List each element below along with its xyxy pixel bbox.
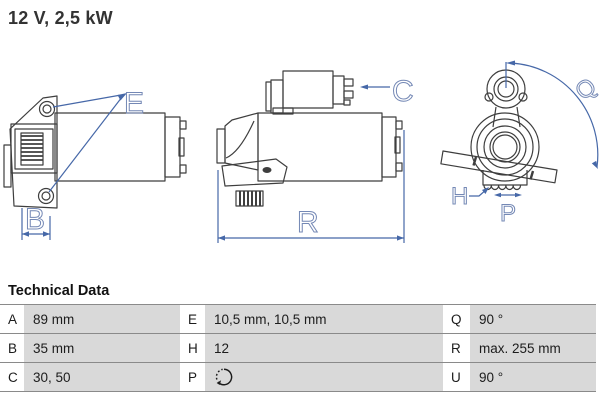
dim-label-c: C xyxy=(392,75,414,108)
view-flange-side xyxy=(3,95,187,209)
spec-key: U xyxy=(443,363,470,391)
table-row: A 89 mm E 10,5 mm, 10,5 mm Q 90 ° xyxy=(0,304,596,333)
spec-key: B xyxy=(0,334,24,362)
mounting-flange-bar xyxy=(440,150,558,184)
page-title: 12 V, 2,5 kW xyxy=(8,8,113,28)
terminal-bolt xyxy=(343,90,354,99)
dim-label-e: E xyxy=(124,87,144,120)
terminal-bolt xyxy=(343,78,354,87)
dimension-labels: E B C R Q H P xyxy=(25,72,600,239)
dim-label-q: Q xyxy=(570,73,600,106)
table-row: B 35 mm H 12 R max. 255 mm xyxy=(0,333,596,362)
spec-value: max. 255 mm xyxy=(470,334,596,362)
spec-key: C xyxy=(0,363,24,391)
dim-label-h: H xyxy=(451,183,468,210)
spec-value: 12 xyxy=(205,334,443,362)
pinion-gear-teeth xyxy=(483,184,522,191)
solenoid xyxy=(282,70,334,109)
dim-label-p: P xyxy=(500,200,516,227)
spec-key: E xyxy=(180,305,205,333)
dim-label-b: B xyxy=(25,203,45,236)
spec-value: 89 mm xyxy=(24,305,180,333)
spec-value: 90 ° xyxy=(470,305,596,333)
spec-key: R xyxy=(443,334,470,362)
spec-key: A xyxy=(0,305,24,333)
view-front xyxy=(440,69,558,191)
spec-value-icon xyxy=(205,363,443,391)
dim-label-r: R xyxy=(297,206,319,239)
spec-key: P xyxy=(180,363,205,391)
spec-value: 10,5 mm, 10,5 mm xyxy=(205,305,443,333)
spec-value: 90 ° xyxy=(470,363,596,391)
spec-value: 35 mm xyxy=(24,334,180,362)
table-row: C 30, 50 P U 90 ° xyxy=(0,362,596,391)
spec-key: Q xyxy=(443,305,470,333)
technical-data-heading: Technical Data xyxy=(8,283,110,299)
bolt-hole xyxy=(262,167,272,173)
technical-drawing: E B C R Q H P xyxy=(3,60,600,243)
pinion xyxy=(235,190,264,207)
spec-value: 30, 50 xyxy=(24,363,180,391)
technical-data-table: A 89 mm E 10,5 mm, 10,5 mm Q 90 ° B 35 m… xyxy=(0,304,596,392)
spec-key: H xyxy=(180,334,205,362)
rotation-direction-icon xyxy=(215,368,233,386)
view-profile-side xyxy=(216,70,403,207)
dimension-arrowheads xyxy=(22,60,598,241)
grille xyxy=(20,132,44,166)
